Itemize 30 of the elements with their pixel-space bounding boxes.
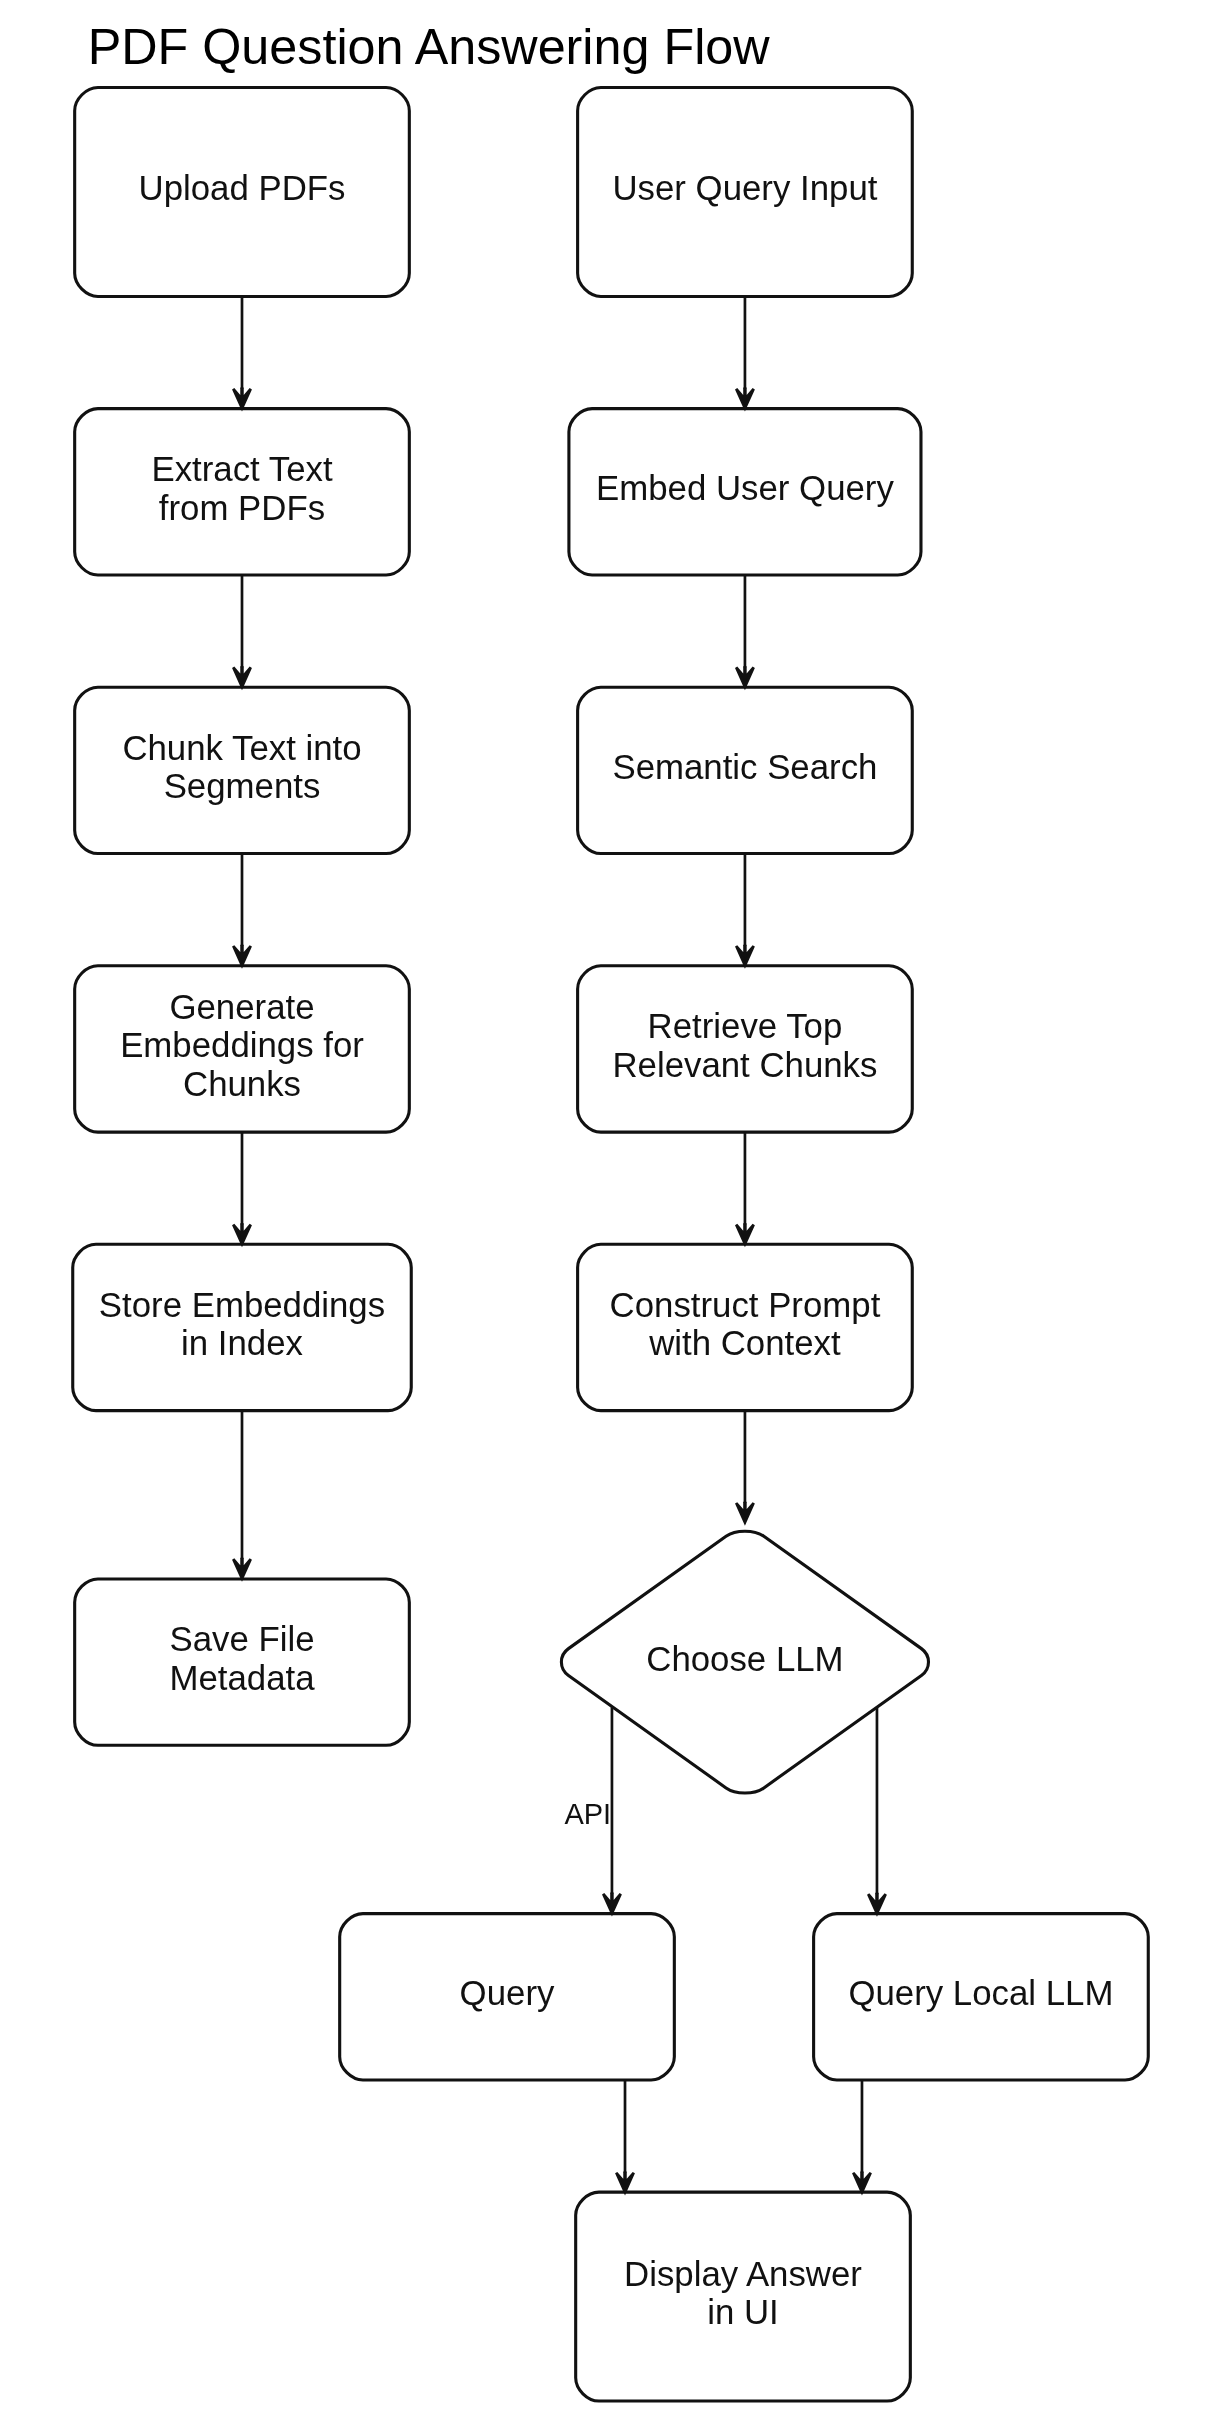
node-box: Store Embeddings in Index bbox=[70, 1242, 413, 1413]
node-box: Semantic Search bbox=[575, 685, 914, 856]
node-box: Extract Text from PDFs bbox=[72, 407, 411, 577]
arrow bbox=[851, 2080, 872, 2194]
arrow bbox=[734, 853, 755, 967]
arrow bbox=[231, 1132, 252, 1246]
node-box: Save File Metadata bbox=[72, 1577, 411, 1747]
arrow bbox=[734, 1132, 755, 1246]
arrow bbox=[231, 853, 252, 967]
edge-label: API bbox=[563, 1797, 611, 1830]
node-box: Display Answer in UI bbox=[573, 2190, 912, 2403]
arrow bbox=[734, 575, 755, 689]
node-box: Retrieve Top Relevant Chunks bbox=[575, 964, 914, 1134]
arrow bbox=[231, 296, 252, 410]
arrow bbox=[231, 575, 252, 689]
arrow bbox=[866, 1707, 887, 1915]
node-box: Upload PDFs bbox=[72, 85, 411, 298]
arrow bbox=[734, 1411, 755, 1524]
arrow bbox=[231, 1411, 252, 1580]
node-box: Generate Embeddings for Chunks bbox=[72, 964, 411, 1134]
node-box: Chunk Text into Segments bbox=[72, 685, 411, 856]
arrow bbox=[614, 2080, 635, 2194]
node-box: Embed User Query bbox=[566, 407, 922, 577]
arrow bbox=[601, 1707, 622, 1915]
node-box: User Query Input bbox=[575, 85, 914, 298]
node-box: Query bbox=[337, 1912, 676, 2082]
node-box: Construct Prompt with Context bbox=[575, 1242, 914, 1413]
diagram-title: PDF Question Answering Flow bbox=[87, 17, 770, 75]
node-box: Query Local LLM bbox=[811, 1912, 1150, 2082]
arrow bbox=[734, 296, 755, 410]
